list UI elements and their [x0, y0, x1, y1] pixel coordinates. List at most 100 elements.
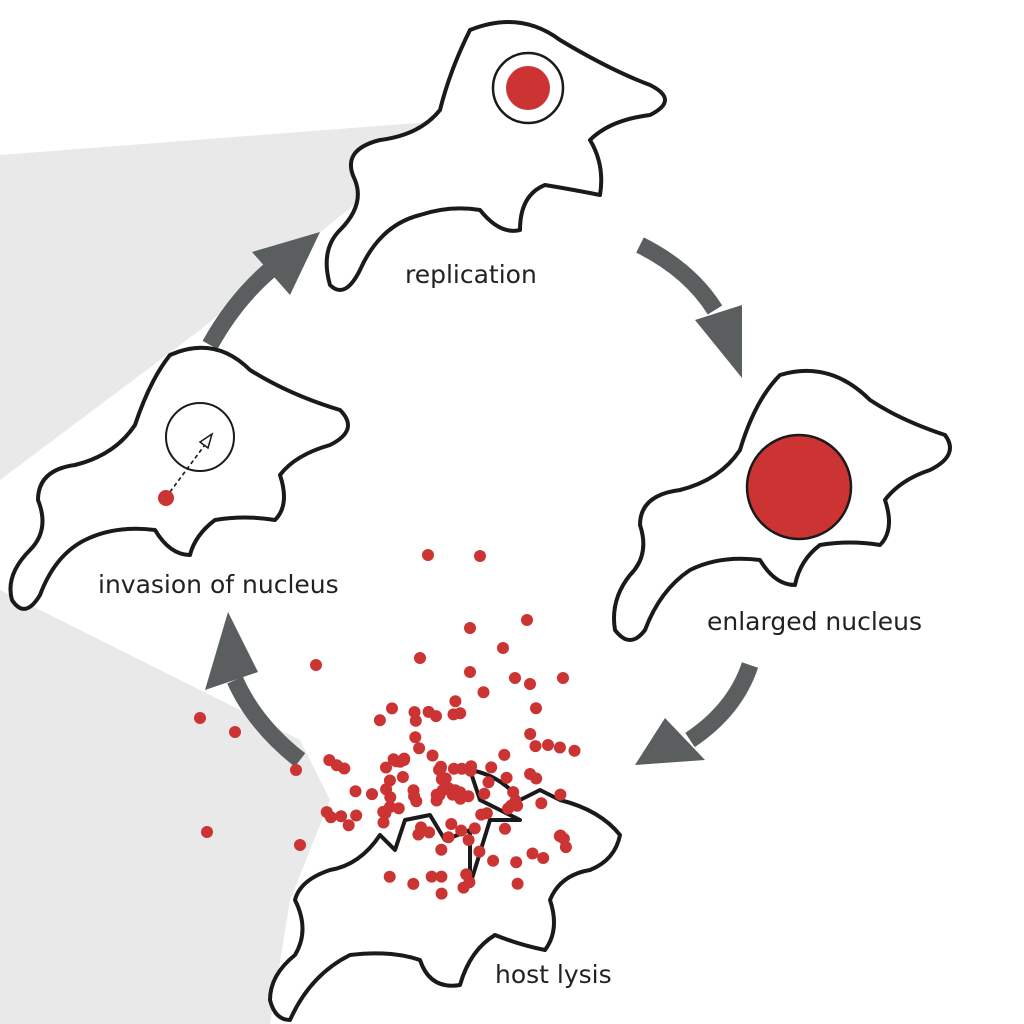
parasite-dot: [529, 740, 542, 753]
parasite-dot: [477, 686, 490, 699]
arrow-heads: [205, 232, 742, 765]
parasite-dot: [482, 776, 495, 789]
parasite-dot: [425, 870, 438, 883]
parasite-dot: [500, 771, 513, 784]
parasite-dot: [310, 659, 322, 671]
parasite-dot: [430, 710, 442, 723]
parasite-dot: [511, 877, 524, 890]
parasite-dot: [349, 785, 362, 798]
parasite-dot: [445, 818, 458, 830]
parasite-dot: [398, 754, 410, 766]
arrow-invasion-to-replication: [202, 263, 276, 350]
parasite-dot: [433, 789, 446, 801]
arrowhead-icon: [635, 718, 705, 765]
parasite-dot: [413, 742, 426, 755]
parasite-dot: [447, 708, 460, 721]
parasite-dot: [392, 802, 405, 815]
label-invasion-of-nucleus: invasion of nucleus: [98, 570, 339, 599]
parasite-dot: [465, 760, 478, 773]
parasite-dot: [194, 712, 206, 724]
parasite-dot: [455, 824, 468, 837]
parasite-dot: [323, 754, 336, 767]
parasite-dot: [294, 839, 306, 851]
parasite-dot: [499, 822, 511, 835]
parasite-dot: [554, 788, 567, 801]
parasite-dot: [373, 714, 386, 727]
parasite-dot: [422, 549, 434, 561]
parasite-dot: [568, 744, 581, 757]
arrowhead-icon: [695, 305, 742, 378]
parasite-dot: [487, 854, 500, 867]
arrow-enlarged-to-lysis: [685, 662, 759, 748]
parasite-dot: [380, 783, 393, 796]
arrowhead-icon: [252, 232, 320, 295]
parasite-dot: [435, 870, 448, 883]
parasite-dot: [426, 749, 439, 762]
parasite-dot: [455, 762, 468, 775]
parasite-dot: [342, 819, 355, 832]
parasite-dot: [468, 822, 481, 835]
parasite-dot: [408, 790, 421, 803]
arrow-lysis-to-invasion: [227, 676, 306, 767]
parasite-dot: [554, 829, 567, 842]
parasite-dot: [462, 790, 475, 803]
shade-upper: [0, 122, 430, 480]
parasite-dot: [475, 808, 488, 821]
label-enlarged-nucleus: enlarged nucleus: [707, 607, 923, 636]
cycle-arrows: [202, 237, 759, 767]
parasite-dot: [464, 622, 476, 634]
parasite-dot: [537, 852, 550, 864]
parasite-dot: [553, 741, 566, 754]
parasite-dot: [524, 728, 537, 740]
invasion-path-arrow: [169, 437, 211, 493]
parasite-dot: [320, 806, 333, 819]
parasite-dot: [407, 877, 420, 890]
parasite-dot: [435, 773, 448, 786]
parasite-dot: [414, 652, 426, 664]
arrowhead-icon: [198, 432, 214, 450]
parasite-dot: [335, 810, 348, 823]
parasite-dot: [366, 788, 378, 801]
released-parasites: [194, 549, 581, 900]
parasite-dot: [383, 801, 396, 813]
parasite-dot: [435, 843, 448, 856]
parasite-dot: [423, 826, 436, 839]
parasite-dot: [462, 834, 475, 846]
parasite-dot: [474, 550, 486, 562]
shade-lower: [0, 590, 330, 1024]
parasite-dot: [442, 831, 455, 844]
cell-replication: [324, 20, 667, 292]
parasite-dot: [478, 787, 491, 800]
arrow-replication-to-enlarged: [636, 237, 723, 315]
parasite-dot: [507, 786, 520, 799]
parasite-dot: [290, 764, 302, 776]
parasite-dot: [435, 887, 448, 900]
parasite-dot: [383, 870, 396, 883]
parasite-dot: [201, 826, 213, 838]
parasite-dot: [386, 702, 398, 715]
label-host-lysis: host lysis: [495, 960, 612, 989]
parasite-dot: [521, 614, 533, 626]
parasite-replication: [506, 66, 550, 110]
parasite-dot: [559, 841, 572, 854]
nucleus-invasion: [165, 402, 235, 472]
parasite-dot: [485, 761, 498, 774]
arrowhead-icon: [205, 612, 258, 690]
parasite-dot: [409, 731, 422, 744]
parasite-invading: [158, 490, 174, 506]
parasite-dot: [509, 672, 521, 684]
parasite-dot: [497, 642, 509, 654]
parasite-dot: [377, 816, 390, 829]
parasite-dot: [380, 761, 392, 774]
parasite-dot: [524, 678, 536, 690]
parasite-dot: [542, 739, 554, 751]
parasite-dot: [510, 856, 523, 869]
parasite-dot: [509, 795, 522, 808]
parasite-dot: [498, 748, 511, 761]
parasite-dot: [449, 695, 462, 708]
parasite-dot: [229, 726, 241, 738]
parasite-dot: [530, 702, 542, 715]
parasite-dot: [408, 706, 421, 719]
